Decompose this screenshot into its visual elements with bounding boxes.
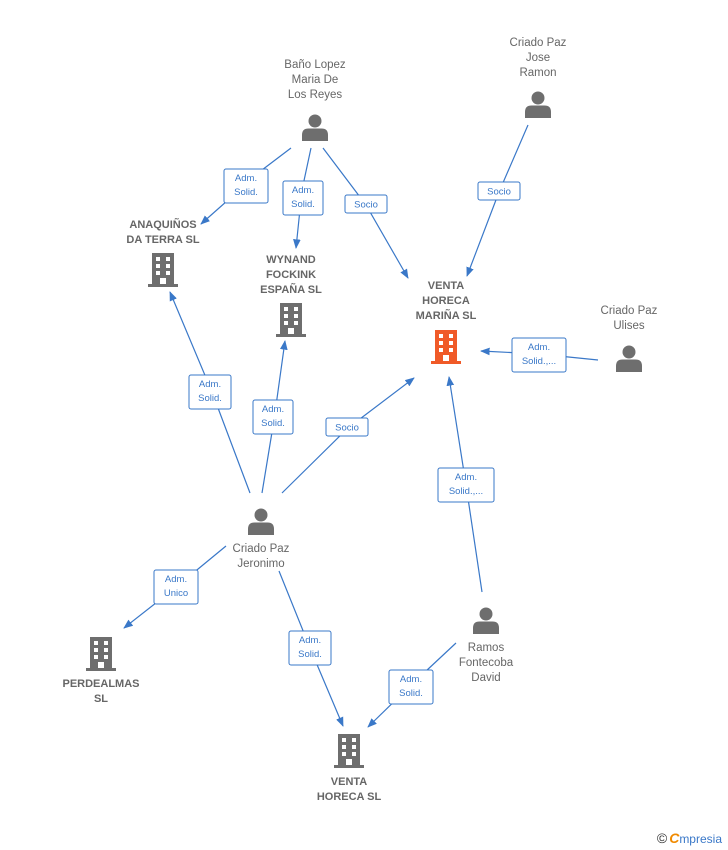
edge-label-text: Adm. bbox=[292, 185, 314, 196]
edge-label-text: Solid.,... bbox=[522, 356, 556, 367]
edge-label-e9[interactable]: Adm. Unico bbox=[153, 569, 199, 605]
brand-initial: C bbox=[669, 830, 680, 846]
edge-label-e5[interactable]: Adm. Solid.,... bbox=[511, 337, 567, 373]
building-icon bbox=[148, 253, 178, 287]
node-label-line: VENTA bbox=[428, 280, 465, 292]
edge-label-box bbox=[325, 417, 369, 437]
edge-label-box bbox=[252, 399, 294, 435]
edge-label-e4[interactable]: Socio bbox=[477, 181, 521, 201]
edge-label-text: Adm. bbox=[400, 674, 422, 685]
node-label-line: WYNAND bbox=[266, 254, 316, 266]
edge-label-text: Adm. bbox=[299, 635, 321, 646]
edge-label-text: Solid.,... bbox=[449, 486, 483, 497]
node-label-line: Criado Paz bbox=[601, 305, 658, 317]
person-icon bbox=[248, 508, 274, 535]
node-label-line: ANAQUIÑOS bbox=[129, 218, 196, 231]
brand-footer: ©Cmpresia bbox=[657, 830, 722, 846]
node-label-line: HORECA SL bbox=[317, 791, 382, 803]
brand-name: mpresia bbox=[679, 832, 722, 846]
node-label-line: Ulises bbox=[613, 320, 645, 332]
node-wynand[interactable]: WYNAND FOCKINK ESPAÑA SL bbox=[260, 254, 322, 337]
person-icon bbox=[302, 114, 328, 141]
node-label-line: David bbox=[471, 672, 500, 684]
node-anaquinos[interactable]: ANAQUIÑOS DA TERRA SL bbox=[126, 218, 200, 287]
building-icon bbox=[334, 734, 364, 768]
edge-label-e3[interactable]: Socio bbox=[344, 194, 388, 214]
edge-label-text: Unico bbox=[164, 588, 188, 599]
edge-label-box bbox=[511, 337, 567, 373]
edge-label-e10[interactable]: Adm. Solid. bbox=[288, 630, 332, 666]
edge-label-text: Adm. bbox=[165, 574, 187, 585]
person-icon bbox=[525, 91, 551, 118]
edge-label-e6[interactable]: Adm. Solid. bbox=[188, 374, 232, 410]
edge-label-box bbox=[223, 168, 269, 204]
edge-label-box bbox=[288, 630, 332, 666]
node-label-line: FOCKINK bbox=[266, 269, 316, 281]
edge-label-text: Solid. bbox=[198, 393, 222, 404]
focus-company-icon bbox=[431, 330, 461, 364]
node-label-line: ESPAÑA SL bbox=[260, 283, 322, 296]
node-label-line: Ramos bbox=[468, 642, 505, 654]
edge-label-text: Socio bbox=[354, 200, 378, 211]
edge-label-text: Solid. bbox=[399, 688, 423, 699]
node-label-line: Fontecoba bbox=[459, 657, 514, 669]
edge-label-box bbox=[282, 180, 324, 216]
edge-label-box bbox=[477, 181, 521, 201]
edge-label-text: Solid. bbox=[261, 418, 285, 429]
node-label-line: VENTA bbox=[331, 776, 368, 788]
node-label-line: MARIÑA SL bbox=[416, 309, 477, 322]
node-label-line: Jeronimo bbox=[237, 558, 284, 570]
edge-label-e2[interactable]: Adm. Solid. bbox=[282, 180, 324, 216]
edge-label-text: Solid. bbox=[234, 187, 258, 198]
edge-label-text: Solid. bbox=[298, 649, 322, 660]
building-icon bbox=[276, 303, 306, 337]
node-venta_horeca[interactable]: VENTA HORECA SL bbox=[317, 734, 382, 803]
node-label-line: DA TERRA SL bbox=[126, 234, 199, 246]
node-label-line: Criado Paz bbox=[510, 37, 567, 49]
node-label-line: PERDEALMAS bbox=[62, 678, 139, 690]
node-label-line: Los Reyes bbox=[288, 89, 343, 101]
edge-label-text: Adm. bbox=[199, 379, 221, 390]
edge-label-text: Socio bbox=[487, 187, 511, 198]
edge-label-e1[interactable]: Adm. Solid. bbox=[223, 168, 269, 204]
node-label-line: Ramon bbox=[519, 67, 556, 79]
edge-label-box bbox=[437, 467, 495, 503]
node-venta_marina[interactable]: VENTA HORECA MARIÑA SL bbox=[416, 280, 477, 364]
edge-label-e8[interactable]: Socio bbox=[325, 417, 369, 437]
edge-labels-layer: Adm.Solid.Adm.Solid.SocioSocioAdm.Solid.… bbox=[153, 168, 567, 705]
edge-label-box bbox=[344, 194, 388, 214]
building-icon bbox=[86, 637, 116, 671]
node-label-line: SL bbox=[94, 693, 108, 705]
edge-label-text: Solid. bbox=[291, 199, 315, 210]
node-label-line: HORECA bbox=[422, 295, 470, 307]
edge-label-e7[interactable]: Adm. Solid. bbox=[252, 399, 294, 435]
edge-label-text: Adm. bbox=[455, 472, 477, 483]
edge-label-box bbox=[188, 374, 232, 410]
person-icon bbox=[616, 345, 642, 372]
edge-label-text: Socio bbox=[335, 423, 359, 434]
edge-label-box bbox=[388, 669, 434, 705]
node-perdealmas[interactable]: PERDEALMAS SL bbox=[62, 637, 140, 705]
edge-label-text: Adm. bbox=[262, 404, 284, 415]
node-label-line: Baño Lopez bbox=[284, 59, 346, 71]
node-label-line: Jose bbox=[526, 52, 550, 64]
person-icon bbox=[473, 607, 499, 634]
copyright-symbol: © bbox=[656, 830, 668, 846]
edge-label-box bbox=[153, 569, 199, 605]
edge-label-text: Adm. bbox=[235, 173, 257, 184]
node-label-line: Criado Paz bbox=[233, 543, 290, 555]
edge-label-e12[interactable]: Adm. Solid. bbox=[388, 669, 434, 705]
edge-label-e11[interactable]: Adm. Solid.,... bbox=[437, 467, 495, 503]
node-label-line: Maria De bbox=[292, 74, 339, 86]
edge-label-text: Adm. bbox=[528, 342, 550, 353]
